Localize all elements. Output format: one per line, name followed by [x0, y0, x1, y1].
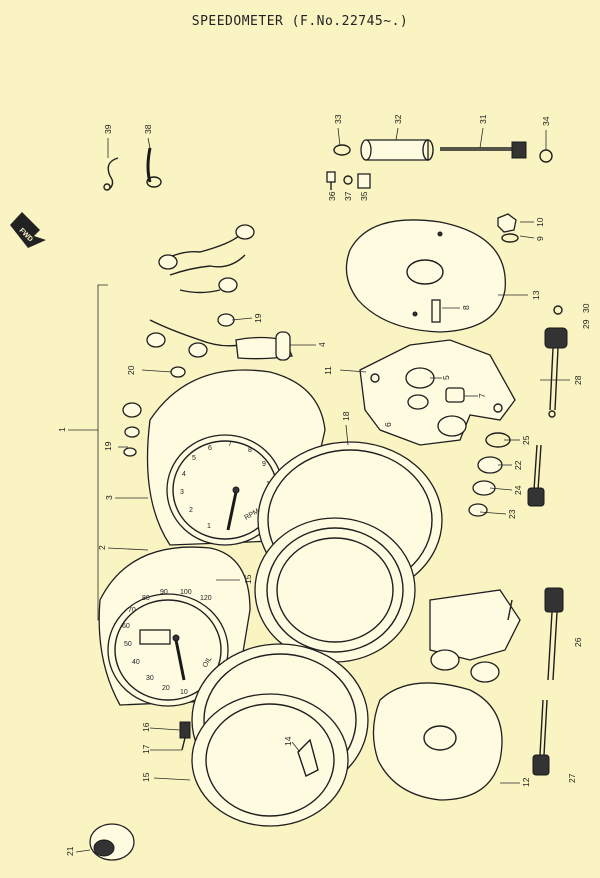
- part-28-cable: [544, 327, 568, 418]
- part-8-pin: [431, 299, 441, 323]
- callout-33: 33: [333, 114, 343, 124]
- speedo-num-90: 90: [160, 589, 168, 596]
- callout-19-lower: 19: [103, 441, 113, 451]
- tach-num-3: 3: [180, 489, 184, 496]
- callout-24: 24: [513, 485, 523, 495]
- part-21-grommet: [89, 823, 135, 861]
- callout-19-upper: 19: [253, 313, 263, 323]
- callout-37: 37: [343, 191, 353, 201]
- part-13-rear-cover: [345, 219, 506, 333]
- callout-4: 4: [317, 342, 327, 347]
- speedo-indicator-label: OIL: [202, 656, 214, 669]
- callout-36: 36: [327, 191, 337, 201]
- washer-stack-25-22-24-23: [468, 432, 511, 517]
- speedo-num-80: 80: [142, 595, 150, 602]
- part-12-rear-cover: [372, 682, 503, 801]
- front-direction-marker: FWD: [10, 212, 46, 248]
- speedo-num-70: 70: [128, 607, 136, 614]
- callout-32: 32: [393, 114, 403, 124]
- speedo-num-10: 10: [180, 689, 188, 696]
- callout-6: 6: [383, 422, 393, 427]
- tach-num-6: 6: [208, 445, 212, 452]
- callout-17: 17: [141, 744, 151, 754]
- callout-15-upper: 15: [243, 574, 253, 584]
- parts-16-17: [179, 721, 191, 751]
- parts-30-29: [553, 305, 563, 315]
- callout-23: 23: [507, 509, 517, 519]
- part-39-clip: [103, 157, 119, 191]
- callout-29: 29: [581, 319, 591, 329]
- callout-8: 8: [461, 305, 471, 310]
- tach-num-4: 4: [182, 471, 186, 478]
- callout-27: 27: [567, 773, 577, 783]
- callout-15-lower: 15: [141, 772, 151, 782]
- callout-25: 25: [521, 435, 531, 445]
- tach-num-9: 9: [262, 461, 266, 468]
- tach-num-7: 7: [228, 441, 232, 448]
- callout-28: 28: [573, 375, 583, 385]
- callout-9: 9: [535, 236, 545, 241]
- nut-and-washer-10-9: [497, 213, 519, 243]
- diagram-title: SPEEDOMETER (F.No.22745~.): [191, 14, 409, 29]
- short-cable-end: [527, 444, 545, 507]
- lower-bracket: [429, 589, 521, 683]
- callout-5: 5: [441, 375, 451, 380]
- callout-20: 20: [126, 365, 136, 375]
- callout-16: 16: [141, 722, 151, 732]
- speedo-num-100: 100: [180, 589, 192, 596]
- part-27-cable-end: [532, 699, 550, 776]
- speedo-num-30: 30: [146, 675, 154, 682]
- bulb-socket-group: [122, 224, 255, 457]
- speedo-num-50: 50: [124, 641, 132, 648]
- speedo-num-40: 40: [132, 659, 140, 666]
- drive-shaft-assembly: [333, 139, 553, 163]
- speedo-num-120: 120: [200, 595, 212, 602]
- callout-1: 1: [57, 427, 67, 432]
- tach-num-2: 2: [189, 507, 193, 514]
- callout-7: 7: [477, 393, 487, 398]
- speedo-num-60: 60: [122, 623, 130, 630]
- tach-num-1: 1: [207, 523, 211, 530]
- tach-num-8: 8: [248, 447, 252, 454]
- callout-3: 3: [104, 495, 114, 500]
- callout-34: 34: [541, 116, 551, 126]
- assembly-bracket: [97, 284, 108, 621]
- part-11-bracket: [359, 339, 516, 446]
- callout-10: 10: [535, 217, 545, 227]
- callout-31: 31: [478, 114, 488, 124]
- part-26-cable: [544, 587, 564, 681]
- callout-26: 26: [573, 637, 583, 647]
- callout-38: 38: [143, 124, 153, 134]
- callout-39: 39: [103, 124, 113, 134]
- leader-lines: [68, 127, 570, 853]
- part-38-lamp-socket: [146, 147, 162, 188]
- callout-21: 21: [65, 846, 75, 856]
- callout-13: 13: [531, 290, 541, 300]
- callout-12: 12: [521, 777, 531, 787]
- callout-30: 30: [581, 303, 591, 313]
- speedo-num-20: 20: [162, 685, 170, 692]
- gear-parts-5-7-6: [405, 367, 467, 437]
- callout-11: 11: [323, 366, 333, 375]
- callout-18: 18: [341, 411, 351, 421]
- callout-2: 2: [97, 545, 107, 550]
- tach-num-5: 5: [192, 455, 196, 462]
- callout-35: 35: [359, 191, 369, 201]
- callout-22: 22: [513, 460, 523, 470]
- part-18-tach-bezel: [254, 441, 443, 663]
- callout-14: 14: [283, 736, 293, 746]
- wiring-harness-4: [122, 224, 293, 457]
- speedometer-assembly: OIL 10 20 30 40 50 60 70 80 90 100 120: [98, 546, 251, 707]
- callout-labels: 39 38 33 32 31 34 36 37 35 10 9 13 8 30 …: [57, 114, 591, 856]
- small-hardware-36-37-35: [326, 171, 371, 190]
- part-14-15-speedo-bezel: [191, 643, 369, 827]
